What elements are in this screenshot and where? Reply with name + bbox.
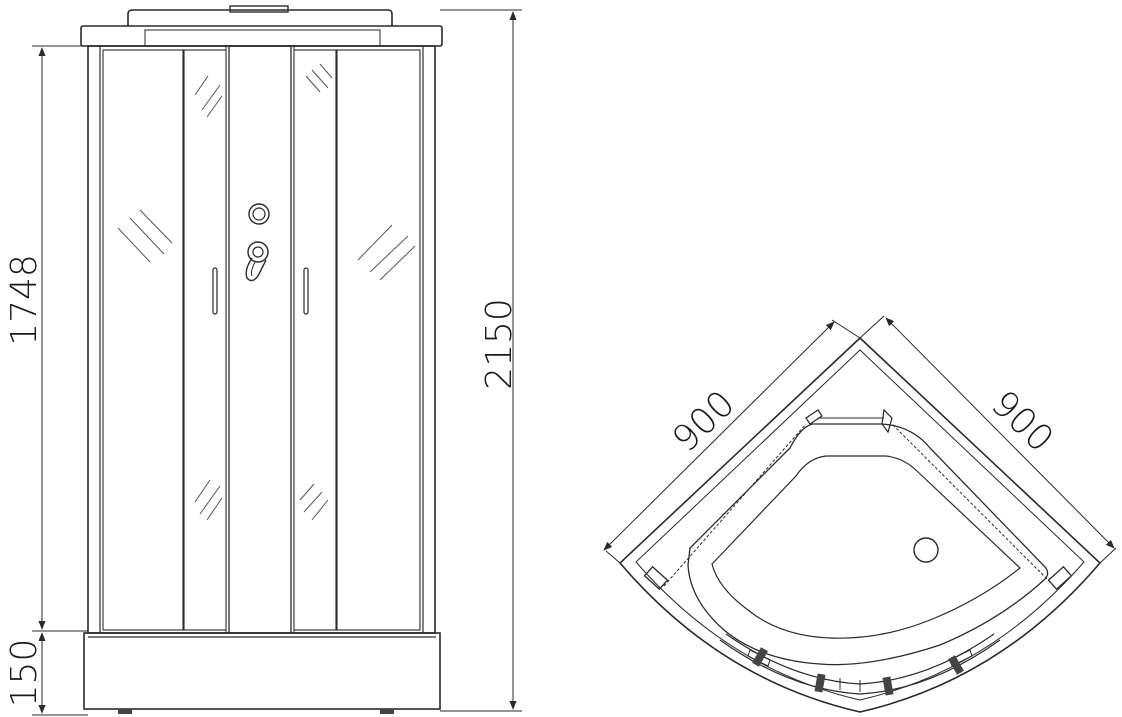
width-left-label: 900	[665, 383, 743, 460]
roof	[80, 5, 443, 47]
tray-height-label: 150	[4, 639, 45, 708]
total-height-dimension: 2150	[440, 9, 522, 712]
door-handles	[212, 267, 309, 315]
cabin-frame	[87, 45, 436, 634]
width-right-label: 900	[983, 383, 1061, 460]
cabin-height-dimension: 1748	[4, 45, 88, 632]
tray-basin	[687, 423, 1049, 666]
tray-height-dimension: 150	[4, 632, 88, 716]
glass-reflections	[117, 63, 416, 521]
shower-tray	[83, 632, 441, 714]
total-height-label: 2150	[479, 298, 520, 390]
glass-panels	[102, 45, 421, 634]
front-view: 1748 150 2150	[4, 5, 522, 716]
width-dimension-right: 900	[859, 315, 1117, 564]
cabin-height-label: 1748	[4, 254, 45, 346]
sliding-doors	[719, 633, 1001, 696]
shower-controls	[245, 203, 270, 282]
width-dimension-left: 900	[603, 319, 861, 564]
drain-icon	[913, 537, 939, 563]
cabin-outline	[618, 336, 1102, 713]
top-view: 900 900	[603, 315, 1117, 713]
